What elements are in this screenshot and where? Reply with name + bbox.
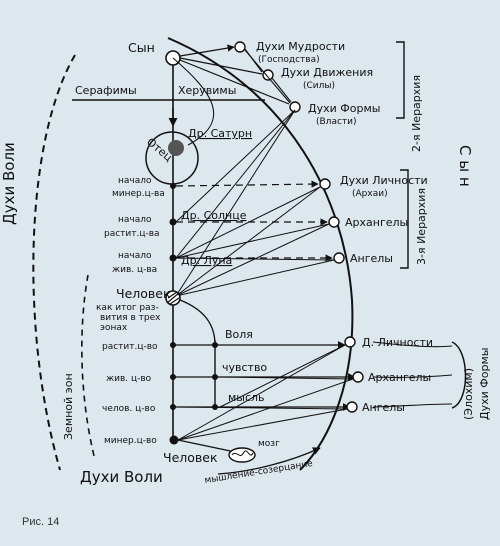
son-vertical-label: С ы н [456,145,474,187]
elohim-label: (Элохим) [462,368,475,420]
human-label: Человек [116,286,171,301]
stage3-label-a: начало [118,251,152,261]
will-label: Воля [225,328,253,341]
stage1-label-b: минер.ц-ва [112,189,165,199]
archangels-node [328,216,340,228]
personality-sub-label: (Архаи) [352,189,388,199]
human-note-3: эонах [100,323,128,333]
son-label: Сын [128,40,155,55]
d-personality-node [344,336,356,348]
old-moon-label: Др. Луна [181,254,232,267]
hierarchy-2-label: 2-я Иерархия [410,75,423,152]
human-note-2: вития в трех [100,313,161,323]
will-spirits-left-label: Духи Воли [0,142,18,225]
outer-arc [167,37,354,471]
angels-label: Ангелы [350,252,393,265]
wisdom-node [234,41,246,53]
stage2-label-b: растит.ц-ва [104,229,160,239]
stage1-dot [170,183,176,189]
plant-label: растит.ц-во [102,342,158,352]
old-sun-label: Др. Солнце [181,209,247,222]
will-spirits-dashed-arc [32,54,76,471]
angels-lower-label: Ангелы [362,401,405,414]
form-label: Духи Формы [308,102,380,115]
form-sub-label: (Власти) [316,117,357,127]
stage2-label-a: начало [118,215,152,225]
thinking-label: мышление-созерцание [204,459,314,486]
earth-aeon-label: Земной эон [62,373,75,440]
father-label: Отец [144,135,175,164]
human-bottom-label: Человек [163,450,218,465]
angels-node [333,252,345,264]
saturn-node [168,140,184,156]
human-note-1: как итог раз- [96,303,159,313]
will-spirits-bottom-label: Духи Воли [80,468,163,486]
cherubim-label: Херувимы [178,84,236,97]
personality-node [319,178,331,190]
archangels-label: Архангелы [345,216,408,229]
archangels-lower-label: Архангелы [368,371,431,384]
mineral-node [169,435,179,445]
stage1-label-a: начало [118,176,152,186]
mineral-label: минер.ц-во [104,436,157,446]
form-node [289,101,301,113]
old-saturn-label: Др. Сатурн [188,127,252,140]
d-personality-label: Д. Личности [362,336,433,349]
thought-label: мысль [228,391,265,404]
figure-caption: Рис. 14 [22,516,60,528]
stage3-label-b: жив. ц-ва [112,265,157,275]
hierarchy-3-label: 3-я Иерархия [415,188,428,265]
angels-lower-node [346,401,358,413]
wisdom-label: Духи Мудрости [256,40,345,53]
wisdom-sub-label: (Господства) [258,55,320,65]
earth-aeon-dashed-arc [81,274,96,461]
brain-label: мозг [258,439,280,449]
motion-node [262,69,274,81]
feeling-label: чувство [222,361,267,374]
old-moon-node [169,254,177,262]
form-spirits-right-label: Духи Формы [478,348,491,420]
old-sun-node [169,218,177,226]
personality-label: Духи Личности [340,174,428,187]
motion-label: Духи Движения [281,66,373,79]
seraphim-label: Серафимы [75,84,137,97]
archangels-lower-node [352,371,364,383]
motion-sub-label: (Силы) [303,81,335,91]
humankind-label: челов. ц-во [102,404,156,414]
animal-label: жив. ц-во [106,374,152,384]
